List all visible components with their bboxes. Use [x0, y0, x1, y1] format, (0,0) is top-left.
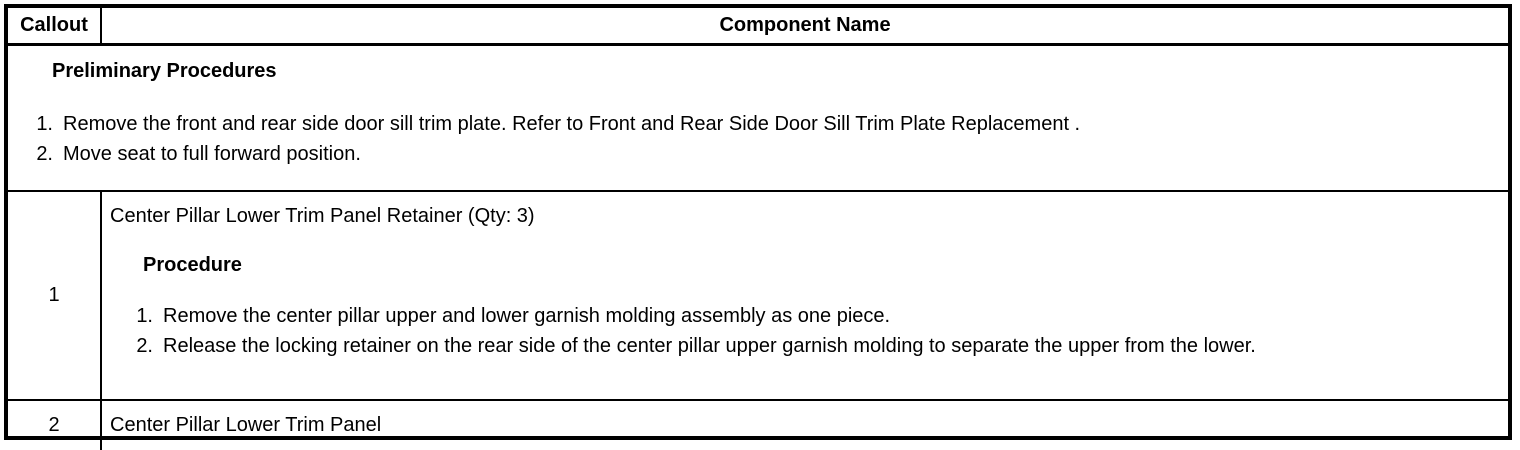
step-number: 2.: [36, 143, 53, 165]
preliminary-procedures-row: Preliminary Procedures 1. Remove the fro…: [8, 60, 1508, 192]
step-text: Remove the front and rear side door sill…: [63, 113, 1081, 135]
preliminary-steps-list: 1. Remove the front and rear side door s…: [30, 109, 1508, 169]
step-text: Remove the center pillar upper and lower…: [163, 305, 891, 327]
list-item: 1. Remove the center pillar upper and lo…: [130, 301, 1508, 331]
callout-cell: 2: [8, 401, 102, 450]
table-row: 1 Center Pillar Lower Trim Panel Retaine…: [8, 192, 1508, 401]
list-item: 2. Move seat to full forward position.: [30, 139, 1508, 169]
callout-number: 1: [48, 284, 60, 306]
step-number: 2.: [136, 335, 153, 357]
callout-number: 2: [48, 414, 60, 436]
step-number: 1.: [136, 305, 153, 327]
step-text: Release the locking retainer on the rear…: [163, 335, 1256, 357]
preliminary-procedures-title: Preliminary Procedures: [52, 60, 277, 82]
header-cell-callout: Callout: [8, 8, 102, 43]
component-cell: Center Pillar Lower Trim Panel Retainer …: [102, 192, 1508, 399]
component-table: Callout Component Name Preliminary Proce…: [4, 4, 1512, 450]
callout-cell: 1: [8, 192, 102, 399]
table-row: 2 Center Pillar Lower Trim Panel: [8, 401, 1508, 450]
table-header-row: Callout Component Name: [8, 8, 1508, 46]
procedure-steps-list: 1. Remove the center pillar upper and lo…: [130, 301, 1508, 361]
procedure-title: Procedure: [143, 254, 242, 276]
step-text: Move seat to full forward position.: [63, 143, 361, 165]
step-number: 1.: [36, 113, 53, 135]
list-item: 2. Release the locking retainer on the r…: [130, 331, 1508, 361]
component-name: Center Pillar Lower Trim Panel: [110, 414, 382, 436]
callout-header-label: Callout: [20, 14, 88, 36]
header-cell-component: Component Name: [102, 8, 1508, 43]
list-item: 1. Remove the front and rear side door s…: [30, 109, 1508, 139]
component-cell: Center Pillar Lower Trim Panel: [102, 401, 1508, 450]
component-name: Center Pillar Lower Trim Panel Retainer …: [110, 205, 535, 227]
component-header-label: Component Name: [719, 14, 891, 36]
